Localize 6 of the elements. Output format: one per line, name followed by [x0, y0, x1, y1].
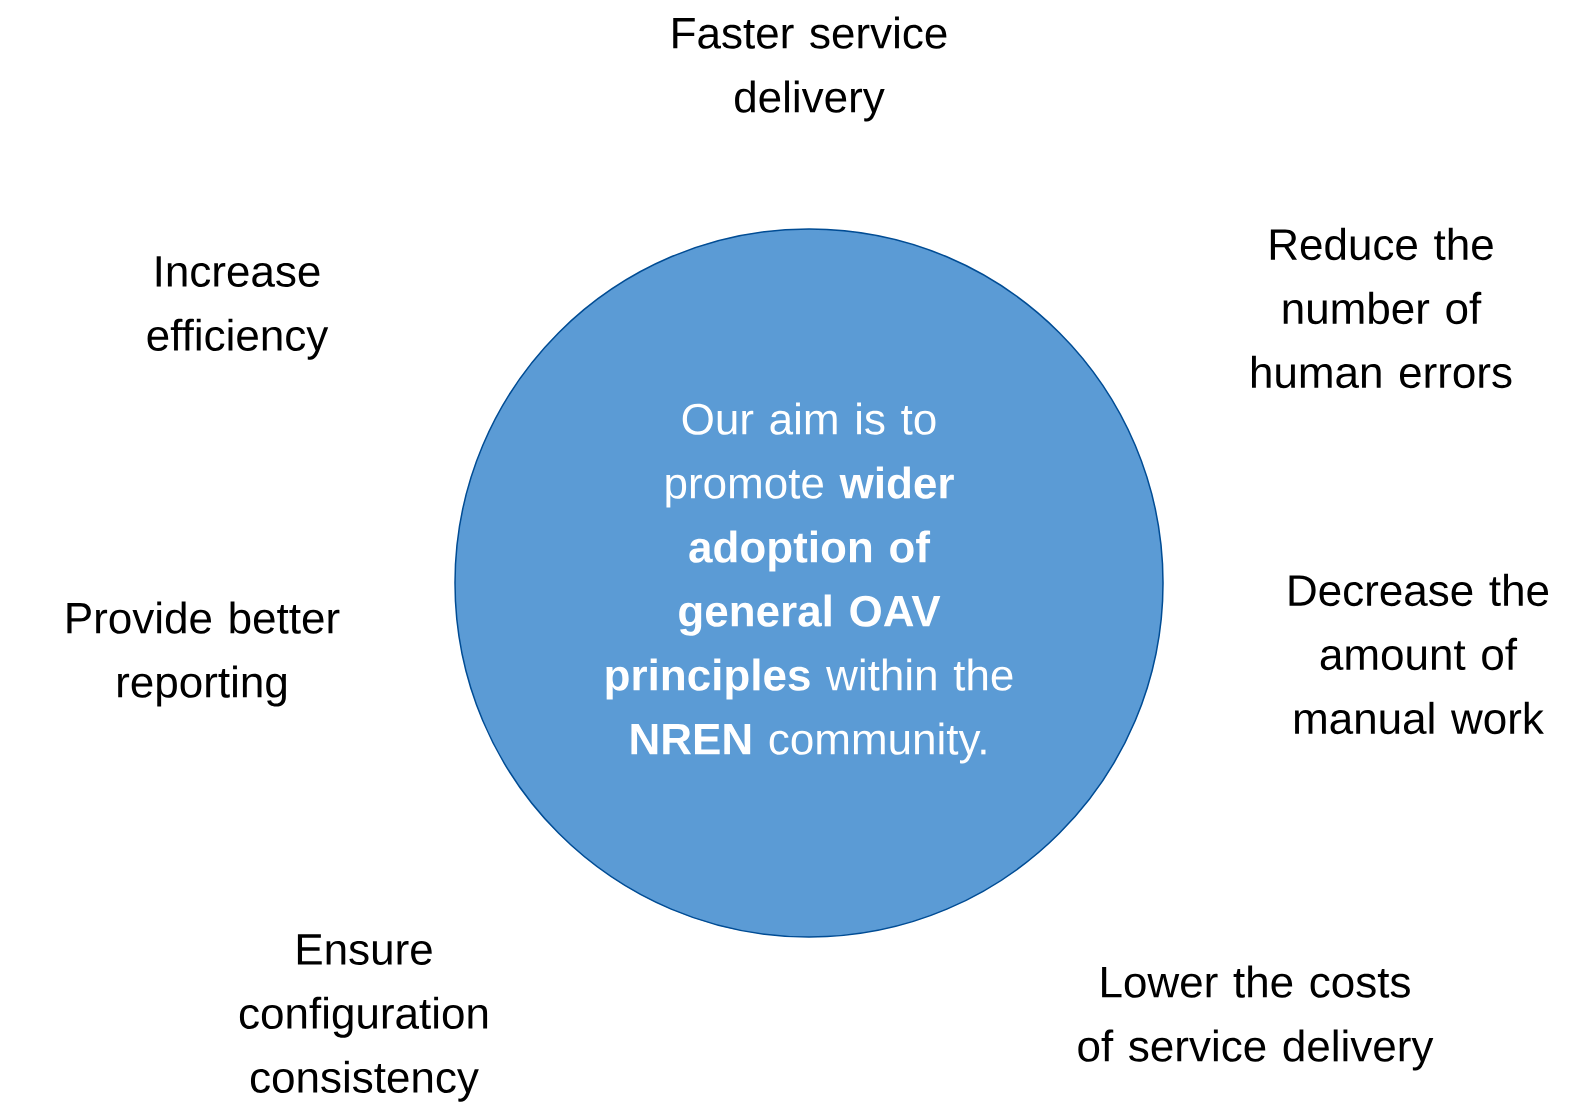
benefit-label: Increase efficiency: [147, 256, 329, 360]
benefit-label: Decrease the amount of manual work: [1289, 573, 1549, 735]
benefit-label: Provide better reporting: [67, 601, 340, 707]
benefit-label: Reduce the number of human errors: [1252, 227, 1512, 389]
benefit-label: Faster service delivery: [673, 16, 947, 122]
benefit-label: Lower the costs of service delivery: [1078, 965, 1434, 1071]
